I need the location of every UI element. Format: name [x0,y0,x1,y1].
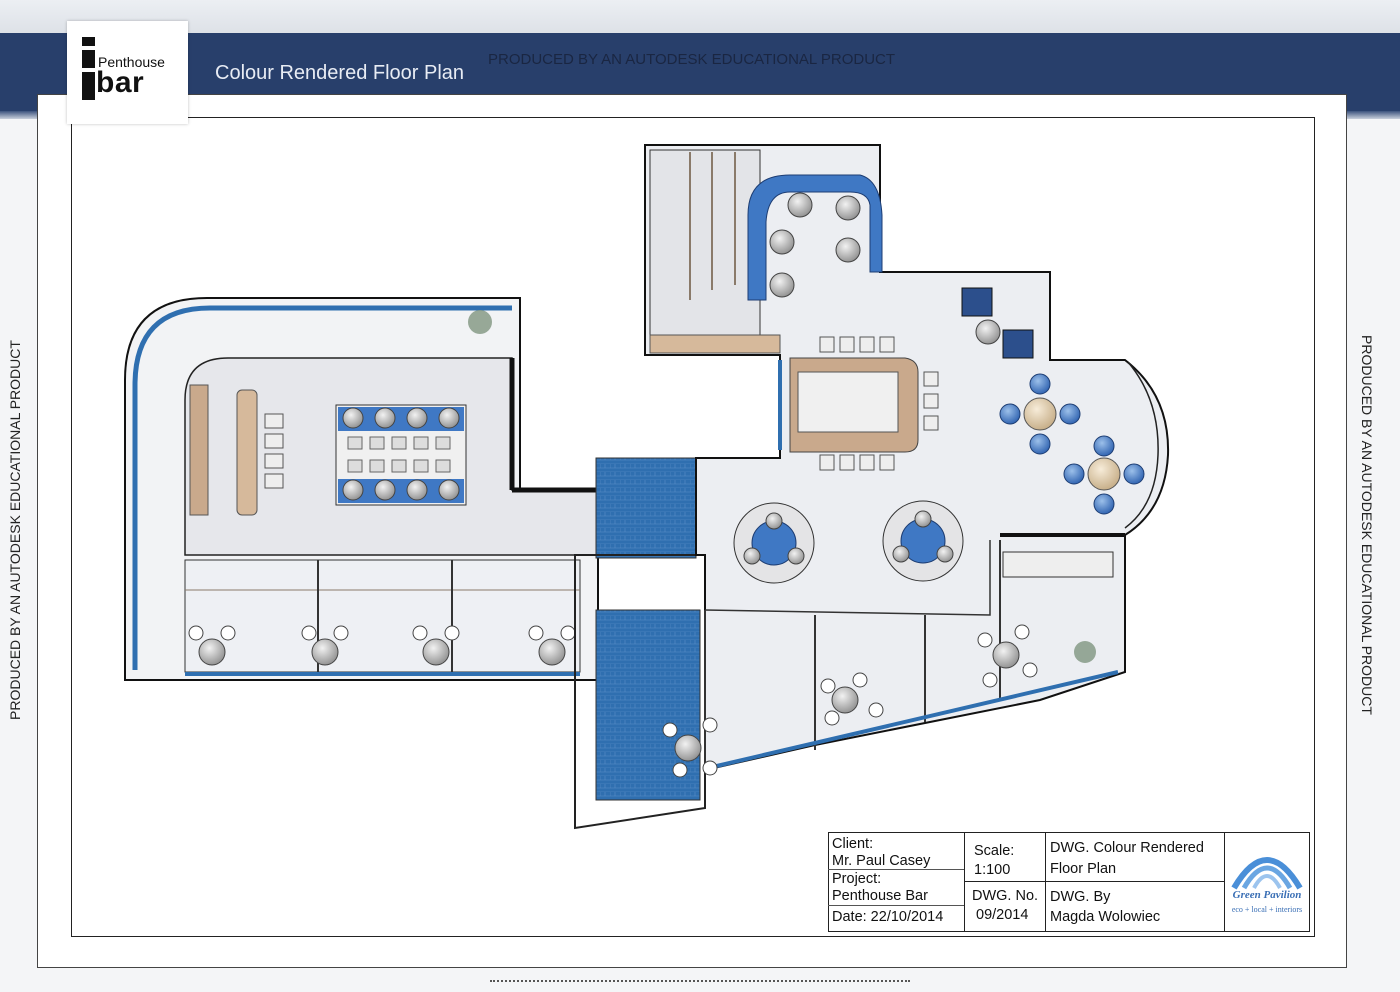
logo-mark-top [82,37,95,46]
scale-label: Scale: [974,843,1015,859]
dwg-by-label: DWG. By [1050,889,1111,905]
logo-mark-middle [82,50,95,68]
tb-divider-3 [1224,832,1226,932]
watermark-bottom-cut [490,980,910,992]
firm-name: Green Pavilion [1232,889,1302,901]
circular-booth-right [882,500,964,582]
green-pavilion-logo-icon [1231,857,1303,890]
dwg-no-label: DWG. No. [972,888,1039,904]
left-wing-room [124,297,599,681]
tb-divider-4 [964,881,1224,883]
watermark-top: PRODUCED BY AN AUTODESK EDUCATIONAL PROD… [488,51,896,68]
logo-text-large: bar [96,66,145,99]
tb-divider-5 [828,869,964,870]
tb-divider-6 [828,905,964,906]
logo-text-small: Penthouse [98,54,165,70]
client-label: Client: [832,836,874,852]
firm-tagline: eco + local + interiors [1231,905,1303,914]
scale-value: 1:100 [974,862,1011,878]
dwg-title-line1: DWG. Colour Rendered [1050,840,1204,856]
round-table-upper [999,373,1081,455]
date-text: Date: 22/10/2014 [832,909,944,925]
project-label: Project: [832,871,882,887]
client-value: Mr. Paul Casey [832,853,931,869]
project-value: Penthouse Bar [832,888,928,904]
drawing-frame [71,117,1315,937]
circular-booth-left [733,502,815,584]
right-wing-room [644,144,1170,778]
page-title: Colour Rendered Floor Plan [215,62,465,84]
page-top-shadow [0,0,1400,34]
dwg-no-value: 09/2014 [976,907,1029,923]
logo-mark-bottom [82,72,95,100]
dwg-title-line2: Floor Plan [1050,861,1117,877]
round-table-lower [1063,435,1145,515]
dwg-by-value: Magda Wolowiec [1050,909,1161,925]
